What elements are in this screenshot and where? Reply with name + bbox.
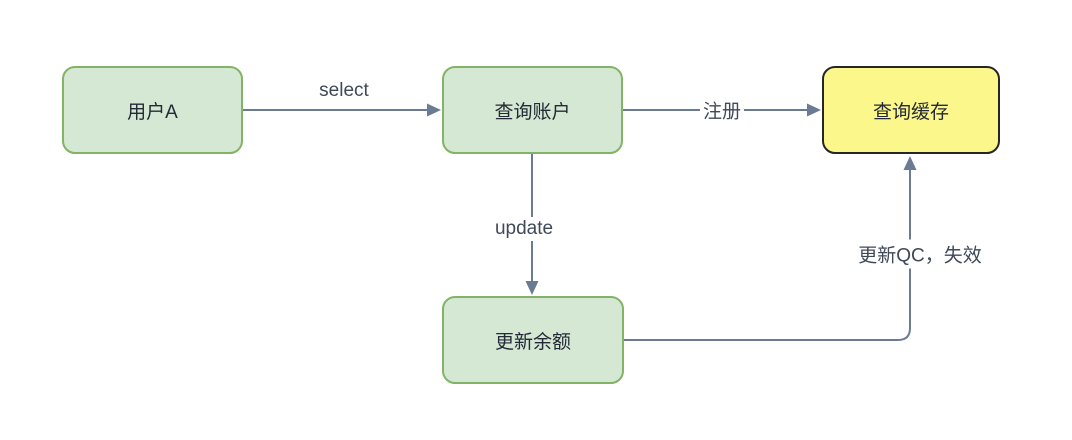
- edge-update-qc-arrowhead-icon: [903, 156, 917, 170]
- edge-update-arrowhead-icon: [525, 281, 539, 295]
- node-query-account: 查询账户: [442, 66, 623, 154]
- node-query-account-label: 查询账户: [494, 101, 571, 123]
- edge-register-arrowhead-icon: [807, 103, 821, 117]
- edge-label-update: update: [491, 217, 557, 241]
- node-update-balance: 更新余额: [442, 296, 624, 384]
- node-user-a-label: 用户A: [127, 101, 178, 123]
- edge-label-register: 注册: [699, 95, 745, 125]
- edge-label-update-qc: 更新QC，失效: [855, 239, 985, 269]
- node-update-balance-label: 更新余额: [494, 331, 571, 353]
- node-user-a: 用户A: [62, 66, 243, 154]
- node-query-cache-label: 查询缓存: [872, 101, 949, 123]
- edge-update-qc-line: [624, 169, 911, 341]
- node-query-cache: 查询缓存: [822, 66, 1000, 154]
- edge-label-select: select: [316, 79, 372, 103]
- edge-select-arrowhead-icon: [427, 103, 441, 117]
